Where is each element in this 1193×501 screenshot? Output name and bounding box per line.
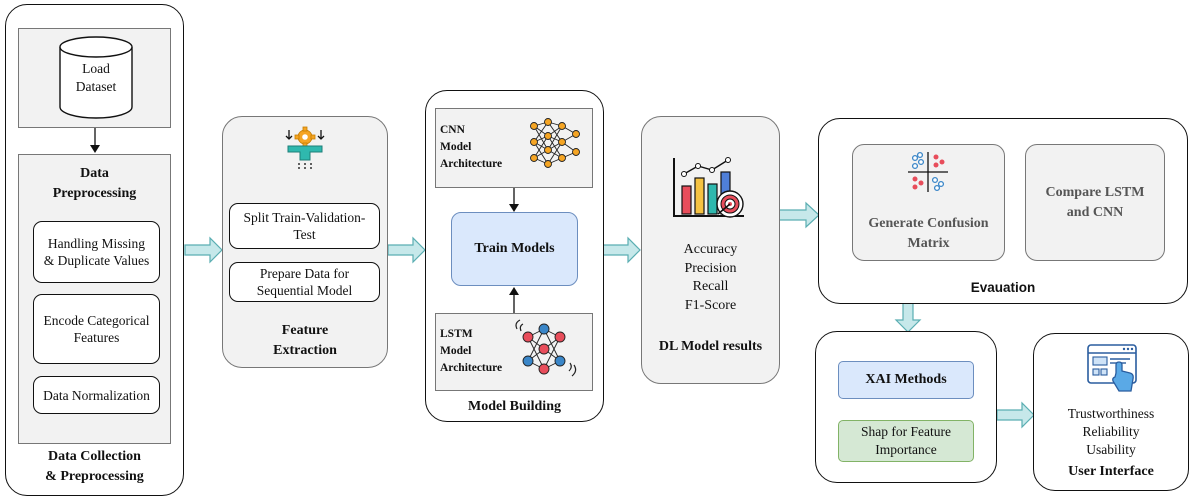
data-collection-caption-line1: Data Collection — [48, 449, 141, 464]
qualities-list: Trustworthiness Reliability Usability — [1033, 404, 1189, 460]
compare-line1: Compare LSTM — [1045, 184, 1145, 200]
stage4-to-stage5-arrow — [778, 201, 820, 229]
preprocessing-title: Data Preprocessing — [18, 164, 171, 204]
train-models-label: Train Models — [474, 241, 555, 256]
stage5-to-stage6-arrow — [894, 302, 922, 333]
step-data-normalization-label: Data Normalization — [43, 387, 150, 403]
stage6-to-stage7-arrow — [996, 401, 1035, 429]
preprocessing-title-line1: Data — [80, 166, 109, 181]
cnn-label-line3: Architecture — [440, 158, 503, 170]
xai-methods-label: XAI Methods — [865, 372, 947, 387]
load-to-preprocess-arrow — [90, 128, 100, 153]
cnn-label-line2: Model — [440, 141, 472, 153]
cnn-to-train-arrow — [509, 188, 519, 212]
confusion-matrix-label: Generate Confusion Matrix — [852, 214, 1005, 254]
train-models-box: Train Models — [451, 212, 578, 286]
scatter-quadrant-icon — [908, 151, 948, 192]
chart-target-icon — [673, 157, 744, 218]
dl-results-caption: DL Model results — [641, 336, 780, 358]
lstm-label-line2: Model — [440, 345, 472, 357]
lstm-to-train-arrow — [509, 287, 519, 313]
user-interface-caption: User Interface — [1033, 461, 1189, 483]
cnn-panel — [435, 108, 593, 188]
metrics-list: Accuracy Precision Recall F1-Score — [641, 240, 780, 316]
load-dataset-line1: Load — [82, 61, 110, 76]
lstm-network-icon — [515, 319, 577, 377]
model-building-caption-text: Model Building — [468, 399, 561, 414]
feature-extraction-caption-line1: Feature — [281, 323, 329, 338]
stage2-to-stage3-arrow — [387, 236, 426, 264]
step-prepare-sequential-line2: Sequential Model — [256, 283, 353, 298]
lstm-label-line1: LSTM — [440, 328, 473, 340]
shap-box: Shap for Feature Importance — [838, 420, 974, 462]
cnn-label-line1: CNN — [440, 124, 465, 136]
dashboard-touch-icon — [1087, 344, 1137, 392]
step-prepare-sequential-line1: Prepare Data for — [259, 266, 350, 281]
data-collection-caption-line2: & Preprocessing — [45, 469, 144, 484]
metric-f1-score: F1-Score — [684, 297, 737, 313]
cnn-network-icon — [530, 118, 580, 168]
preprocessing-title-line2: Preprocessing — [52, 186, 137, 201]
compare-box: Compare LSTM and CNN — [1025, 144, 1165, 261]
database-icon — [59, 36, 133, 119]
load-dataset-line2: Dataset — [75, 79, 117, 94]
cnn-label: CNN Model Architecture — [440, 122, 502, 173]
stage3-to-stage4-arrow — [602, 236, 641, 264]
step-handling-missing-line1: Handling Missing — [47, 236, 146, 251]
lstm-label-line3: Architecture — [440, 362, 503, 374]
confusion-matrix-line2: Matrix — [907, 236, 950, 251]
confusion-matrix-line1: Generate Confusion — [868, 216, 989, 231]
step-handling-missing-line2: & Duplicate Values — [43, 253, 150, 268]
feature-extraction-caption: Feature Extraction — [222, 320, 388, 362]
metric-accuracy: Accuracy — [683, 242, 738, 257]
metric-recall: Recall — [692, 279, 729, 294]
step-encode-categorical: Encode Categorical Features — [33, 294, 160, 364]
step-handling-missing: Handling Missing & Duplicate Values — [33, 221, 160, 283]
step-prepare-sequential: Prepare Data for Sequential Model — [229, 262, 380, 302]
feature-extraction-caption-line2: Extraction — [273, 343, 337, 358]
quality-usability: Usability — [1086, 442, 1136, 457]
load-dataset-label: Load Dataset — [57, 58, 135, 98]
quality-reliability: Reliability — [1082, 424, 1140, 439]
shap-line1: Shap for Feature — [861, 424, 951, 439]
gear-funnel-icon — [285, 126, 325, 171]
step-encode-categorical-line2: Features — [73, 330, 120, 345]
lstm-panel — [435, 313, 593, 391]
step-split-train: Split Train-Validation- Test — [229, 203, 380, 249]
step-split-train-line1: Split Train-Validation- — [243, 210, 366, 225]
metric-precision: Precision — [684, 260, 737, 276]
compare-line2: and CNN — [1066, 204, 1124, 220]
lstm-label: LSTM Model Architecture — [440, 326, 502, 377]
xai-methods-box: XAI Methods — [838, 361, 974, 399]
model-building-caption: Model Building — [425, 396, 604, 418]
quality-trustworthiness: Trustworthiness — [1067, 406, 1155, 421]
data-collection-caption: Data Collection & Preprocessing — [5, 446, 184, 488]
step-split-train-line2: Test — [293, 227, 316, 242]
stage1-to-stage2-arrow — [184, 236, 223, 264]
evaluation-caption-text: Evauation — [970, 279, 1036, 295]
step-encode-categorical-line1: Encode Categorical — [43, 313, 150, 328]
dl-results-caption-text: DL Model results — [658, 339, 763, 354]
dl-results-panel — [641, 116, 780, 384]
evaluation-caption: Evauation — [818, 276, 1188, 298]
step-data-normalization: Data Normalization — [33, 376, 160, 414]
user-interface-caption-text: User Interface — [1068, 464, 1154, 479]
shap-line2: Importance — [875, 442, 937, 457]
